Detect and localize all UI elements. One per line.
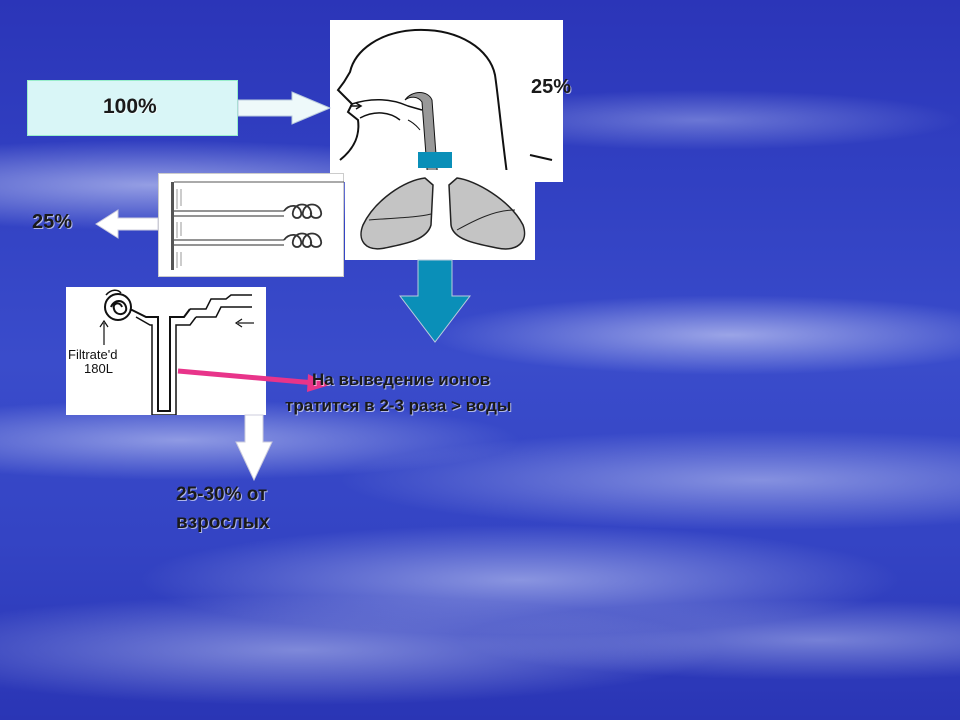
lungs-image <box>345 170 535 260</box>
input-arrow <box>237 91 332 125</box>
kidney-loss-line2: взрослых <box>176 512 270 533</box>
nephron-caption-line1: Filtrate'd <box>68 347 118 362</box>
kidney-arrow <box>235 414 273 482</box>
input-label: 100% <box>103 95 157 118</box>
lungs-loss-label: 25% <box>531 76 572 98</box>
lungs-icon <box>360 177 526 250</box>
skin-arrow <box>95 209 159 239</box>
pink-arrow-line <box>177 368 316 386</box>
sweat-gland-image <box>158 173 344 277</box>
input-box <box>27 80 238 136</box>
pink-arrow-head <box>307 374 330 392</box>
note-line1: На выведение ионов <box>312 370 491 389</box>
skin-loss-label: 25% <box>32 211 73 233</box>
nephron-caption-line2: 180L <box>84 361 113 376</box>
teal-arrow <box>398 259 472 343</box>
note-line2: тратится в 2-3 раза > воды <box>285 396 512 415</box>
nephron-image: Filtrate'd 180L <box>66 287 266 416</box>
kidney-loss-line1: 25-30% от <box>176 484 268 505</box>
teal-connector <box>418 152 452 168</box>
sweat-gland-icon <box>171 181 344 270</box>
